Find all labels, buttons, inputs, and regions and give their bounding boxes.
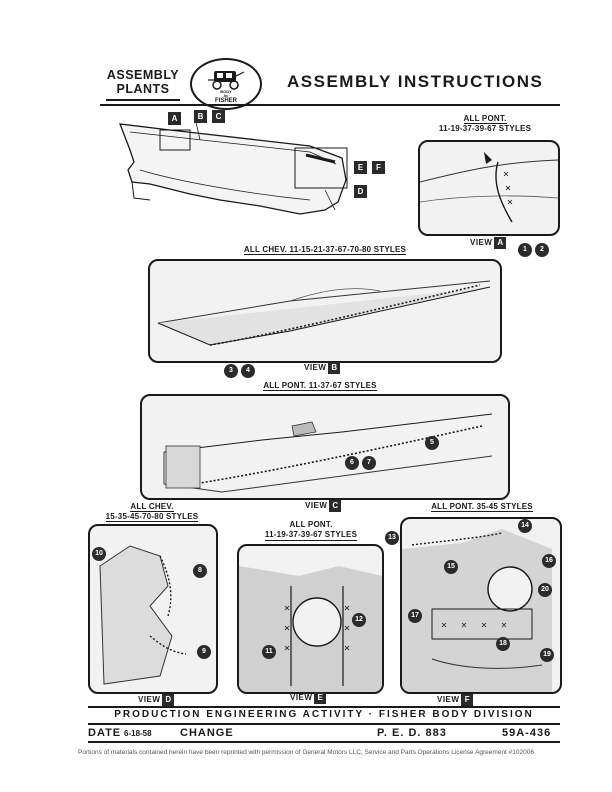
callout-2: 2 — [535, 243, 549, 257]
callout-13: 13 — [385, 531, 399, 545]
overview-tag-b: B — [194, 110, 207, 123]
callout-15: 15 — [444, 560, 458, 574]
view-c-panel — [140, 394, 510, 500]
view-c-caption: ALL PONT. 11-37-67 STYLES — [263, 381, 377, 391]
view-d-drawing — [99, 545, 187, 685]
callout-8: 8 — [193, 564, 207, 578]
callout-7: 7 — [362, 456, 376, 470]
callout-4: 4 — [241, 364, 255, 378]
logo-bottom-text: FISHER — [214, 98, 237, 104]
view-b-panel — [148, 259, 502, 363]
callout-1: 1 — [518, 243, 532, 257]
callout-14: 14 — [518, 519, 532, 533]
overview-tag-a: A — [168, 112, 181, 125]
date-label: DATE — [88, 727, 122, 739]
view-b-drawing — [157, 280, 491, 346]
callout-18: 18 — [496, 637, 510, 651]
callout-17: 17 — [408, 609, 422, 623]
callout-9: 9 — [197, 645, 211, 659]
assembly-plants-label: ASSEMBLY PLANTS — [104, 68, 182, 101]
view-e-caption: ALL PONT. 11-19-37-39-67 STYLES — [264, 520, 358, 541]
footer-rule-middle — [88, 723, 560, 725]
view-f-caption: ALL PONT. 35-45 STYLES — [431, 502, 533, 512]
logo-by-text: by — [223, 93, 229, 98]
fisher-body-logo: BODY by FISHER — [190, 58, 262, 110]
page-title: ASSEMBLY INSTRUCTIONS — [287, 72, 544, 91]
overview-tag-c: C — [212, 110, 225, 123]
document-number: 59A-436 — [502, 727, 552, 739]
callout-16: 16 — [542, 554, 556, 568]
view-a-panel — [418, 140, 560, 236]
overview-tag-d: D — [354, 185, 367, 198]
footer-rule-top — [88, 706, 560, 708]
callout-20: 20 — [538, 583, 552, 597]
callout-12: 12 — [352, 613, 366, 627]
callout-5: 5 — [425, 436, 439, 450]
view-a-drawing — [420, 152, 558, 223]
overview-tag-e: E — [354, 161, 367, 174]
callout-11: 11 — [262, 645, 276, 659]
change-label: CHANGE — [180, 727, 234, 739]
logo-top-text: BODY — [220, 89, 232, 94]
view-c-drawing — [163, 413, 493, 493]
division-line: PRODUCTION ENGINEERING ACTIVITY · FISHER… — [114, 709, 534, 720]
footer-rule-bottom — [88, 741, 560, 743]
callout-3: 3 — [224, 364, 238, 378]
permission-note: Portions of materials contained herein h… — [78, 749, 534, 756]
view-e-panel — [237, 544, 384, 694]
view-f-panel — [400, 517, 562, 694]
view-b-caption: ALL CHEV. 11-15-21-37-67-70-80 STYLES — [243, 245, 407, 255]
ped-number: P. E. D. 883 — [377, 727, 447, 739]
view-d-panel — [88, 524, 218, 694]
date-value: 6-18-58 — [124, 729, 152, 738]
view-e-drawing — [239, 566, 382, 692]
view-f-drawing — [402, 529, 552, 692]
callout-6: 6 — [345, 456, 359, 470]
coach-icon — [208, 71, 245, 90]
header-rule — [100, 104, 560, 106]
overview-tag-f: F — [372, 161, 385, 174]
view-d-caption: ALL CHEV. 15-35-45-70-80 STYLES — [105, 502, 199, 522]
view-a-caption: ALL PONT. 11-19-37-39-67 STYLES — [438, 114, 532, 133]
callout-10: 10 — [92, 547, 106, 561]
callout-19: 19 — [540, 648, 554, 662]
fender-overview-drawing — [119, 121, 348, 215]
